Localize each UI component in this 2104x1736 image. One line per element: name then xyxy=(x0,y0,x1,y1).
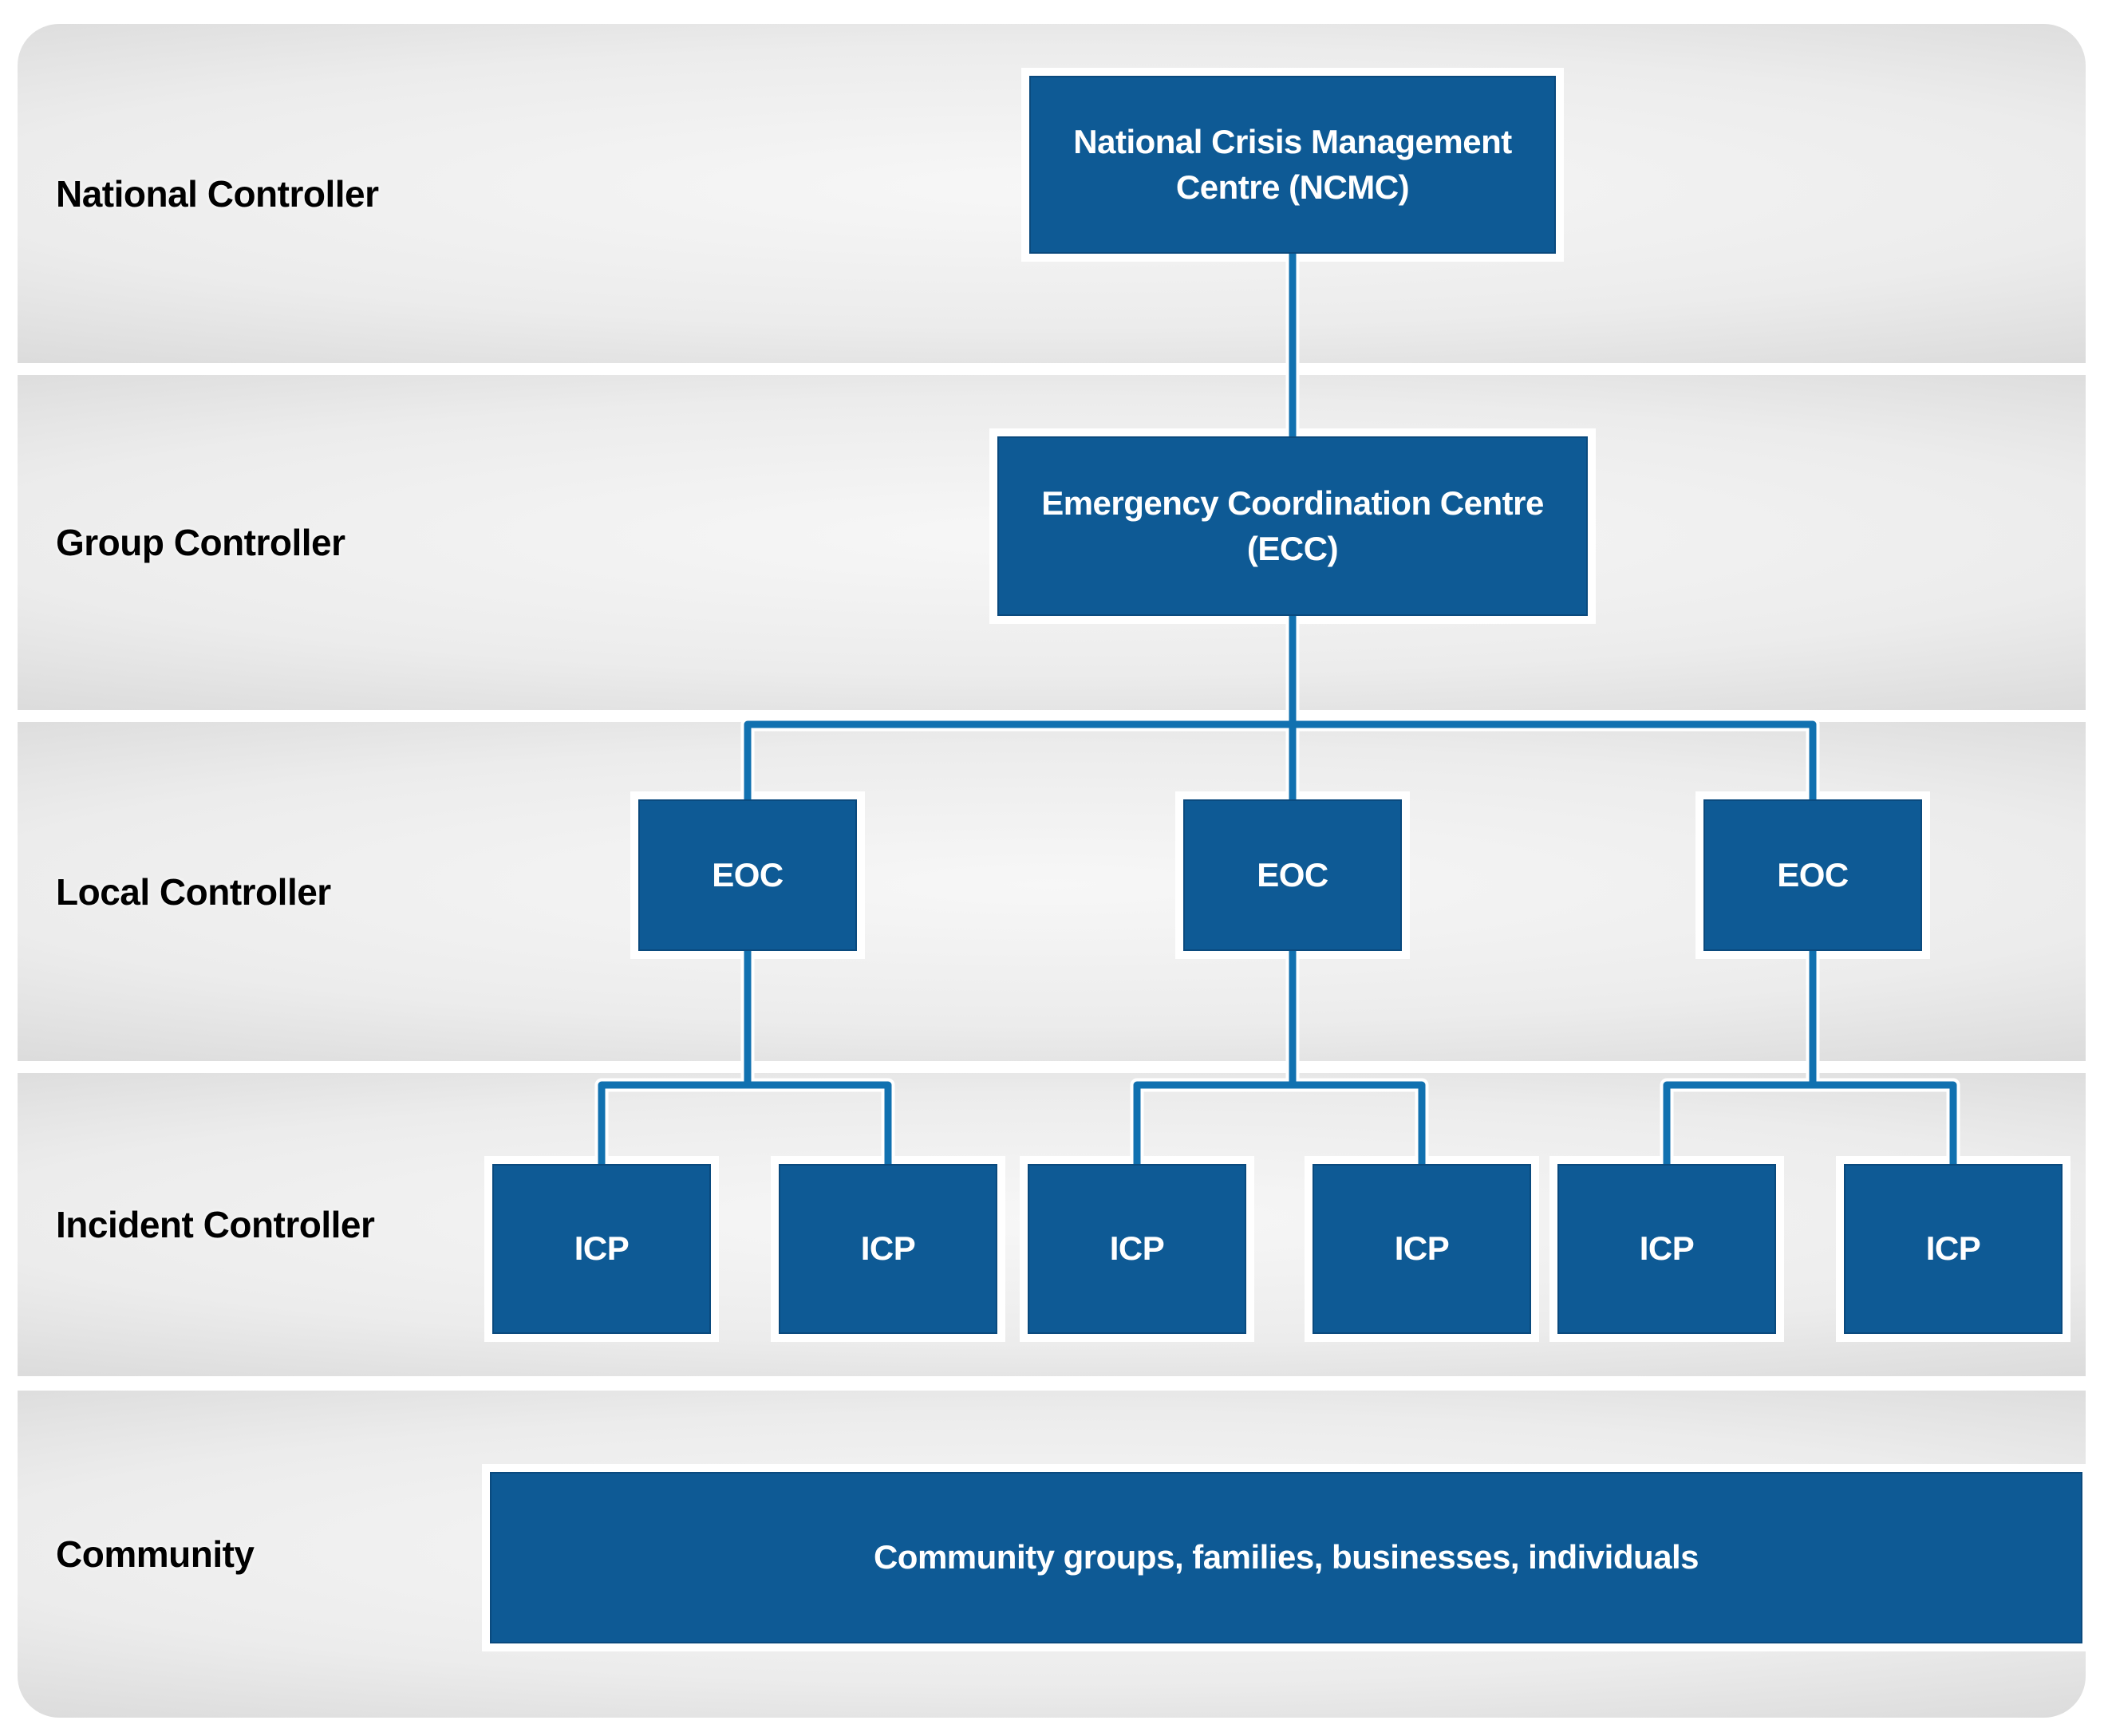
row-label-group-controller: Group Controller xyxy=(56,522,345,563)
row-label-incident-controller: Incident Controller xyxy=(56,1204,375,1245)
row-label-national-controller: National Controller xyxy=(56,172,379,215)
row-label-local-controller: Local Controller xyxy=(56,870,331,913)
node-icp-1: ICP xyxy=(492,1164,711,1334)
node-icp-5: ICP xyxy=(1557,1164,1776,1334)
node-icp-6: ICP xyxy=(1844,1164,2063,1334)
row-label-community: Community xyxy=(56,1533,255,1575)
node-ncmc: National Crisis Management Centre (NCMC) xyxy=(1029,76,1556,254)
node-icp-3: ICP xyxy=(1028,1164,1246,1334)
node-icp-2: ICP xyxy=(779,1164,997,1334)
node-eoc-1: EOC xyxy=(638,799,857,951)
node-eoc-3: EOC xyxy=(1703,799,1922,951)
node-icp-4: ICP xyxy=(1313,1164,1531,1334)
node-community-bar: Community groups, families, businesses, … xyxy=(490,1472,2082,1643)
node-eoc-2: EOC xyxy=(1183,799,1402,951)
band-group-controller: Group Controller xyxy=(18,375,2086,710)
node-ecc: Emergency Coordination Centre (ECC) xyxy=(997,436,1588,616)
